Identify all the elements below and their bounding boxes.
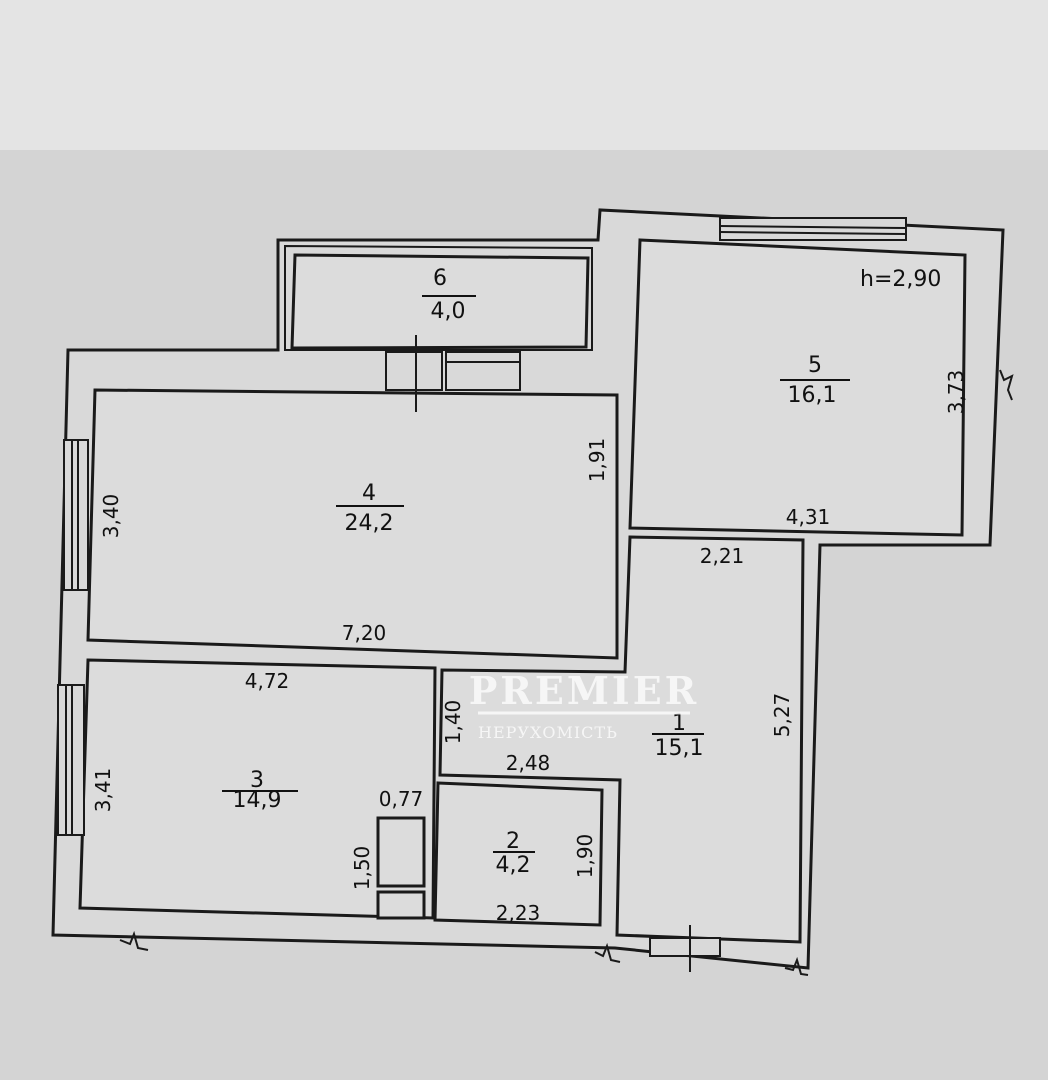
- dim-r2-top: 2,48: [506, 751, 551, 775]
- svg-text:3: 3: [250, 768, 264, 793]
- svg-text:6: 6: [433, 266, 447, 291]
- svg-text:НЕРУХОМІСТЬ: НЕРУХОМІСТЬ: [478, 723, 618, 742]
- room-2-bathroom: [433, 781, 604, 927]
- room-4: [86, 388, 619, 660]
- room-1-hallway: [438, 535, 805, 944]
- balcony-frame: [284, 244, 593, 351]
- dim-r1-height: 5,27: [770, 693, 794, 738]
- room-label-6: 6 4,0: [422, 266, 476, 324]
- room-6-balcony: [290, 253, 590, 350]
- background-top: [0, 0, 1048, 150]
- dim-r5-height: 3,73: [944, 370, 968, 415]
- room-label-5: 5 16,1: [780, 353, 850, 408]
- svg-text:2: 2: [506, 829, 520, 854]
- room-label-3: 3 14,9: [222, 768, 298, 813]
- window-left-room3: [57, 684, 85, 836]
- window-room5: [719, 217, 907, 241]
- svg-text:15,1: 15,1: [655, 736, 704, 761]
- dim-r4-right: 1,91: [585, 438, 609, 483]
- dim-r3-height: 3,41: [91, 768, 115, 813]
- dim-r3-top: 4,72: [245, 669, 290, 693]
- dim-r4-width: 7,20: [342, 621, 387, 645]
- svg-text:24,2: 24,2: [345, 511, 394, 536]
- room-label-4: 4 24,2: [336, 481, 404, 536]
- ceiling-height: h=2,90: [860, 267, 941, 292]
- svg-text:PREMIER: PREMIER: [469, 668, 700, 713]
- premier-watermark-logo: PREMIER НЕРУХОМІСТЬ: [469, 668, 700, 742]
- svg-text:5: 5: [808, 353, 822, 378]
- dim-corridor: 1,40: [441, 700, 465, 745]
- dim-r2-width: 2,23: [496, 901, 541, 925]
- entrance-door: [649, 925, 721, 972]
- dim-r1-top: 2,21: [700, 544, 745, 568]
- svg-text:16,1: 16,1: [788, 383, 837, 408]
- dim-r4-height: 3,40: [99, 494, 123, 539]
- svg-text:14,9: 14,9: [233, 788, 282, 813]
- svg-text:4,2: 4,2: [496, 853, 531, 878]
- balcony-door: [385, 335, 521, 412]
- dim-r2-height: 1,90: [573, 834, 597, 879]
- svg-text:4: 4: [362, 481, 376, 506]
- dim-r5-width: 4,31: [786, 505, 831, 529]
- closet-upper: [376, 816, 426, 888]
- dim-closet-width: 0,77: [379, 787, 424, 811]
- break-marks: [119, 369, 1014, 976]
- svg-text:1: 1: [672, 711, 686, 736]
- closet-lower: [376, 890, 426, 920]
- room-label-2: 2 4,2: [493, 829, 535, 878]
- window-left-room4: [63, 439, 89, 591]
- svg-text:4,0: 4,0: [431, 299, 466, 324]
- room-5: [628, 238, 967, 537]
- dim-closet-height: 1,50: [350, 846, 374, 891]
- room-label-1: 1 15,1: [652, 711, 704, 761]
